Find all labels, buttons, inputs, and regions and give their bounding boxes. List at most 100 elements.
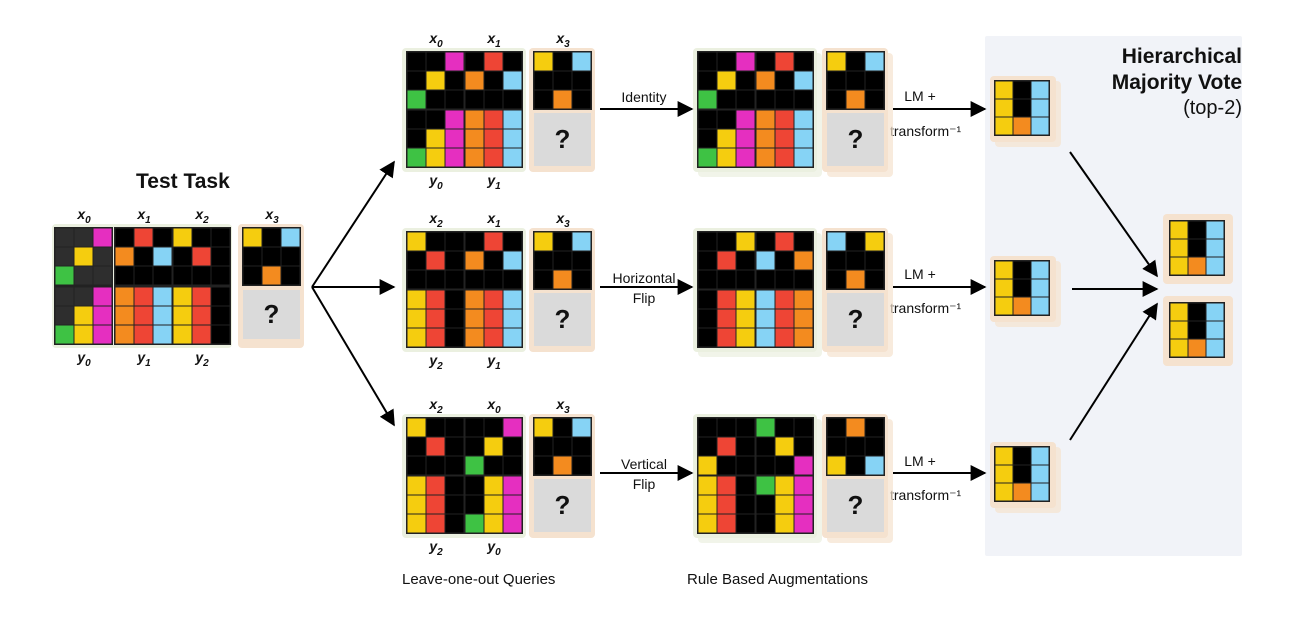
grid-cell [484, 90, 503, 109]
grid-cell [407, 71, 426, 90]
grid-cell [1188, 257, 1206, 275]
grid-cell [756, 476, 775, 495]
grid-cell [134, 247, 153, 266]
grid-cell [794, 456, 813, 475]
test-x2-grid [172, 227, 231, 286]
grid-cell [445, 476, 464, 495]
grid-cell [407, 232, 426, 251]
vote-arrow-3 [1069, 302, 1158, 441]
lm-label-1: LM + [904, 88, 936, 104]
label-loo-2-bx: x1 [479, 210, 509, 230]
grid-cell [717, 270, 736, 289]
label-loo-2-x3-index: 3 [564, 218, 570, 230]
grid-cell [775, 52, 794, 71]
grid-cell [1188, 303, 1206, 321]
grid-cell [865, 232, 884, 251]
grid-cell [553, 232, 572, 251]
aug-3-a-x-grid [697, 417, 756, 476]
transform-label-2: transform⁻¹ [890, 300, 962, 316]
grid-cell [484, 456, 503, 475]
grid-cell [717, 232, 736, 251]
grid-cell [445, 52, 464, 71]
grid-cell [736, 456, 755, 475]
grid-cell [503, 270, 522, 289]
grid-cell [426, 71, 445, 90]
grid-cell [775, 110, 794, 129]
grid-cell [115, 287, 134, 306]
grid-cell [1013, 297, 1031, 315]
grid-cell [865, 437, 884, 456]
augmentations-caption: Rule Based Augmentations [687, 571, 868, 588]
grid-cell [192, 228, 211, 247]
grid-cell [846, 270, 865, 289]
grid-cell [484, 437, 503, 456]
aug-2-a-y-grid [697, 289, 756, 348]
grid-cell [426, 270, 445, 289]
grid-cell [775, 290, 794, 309]
label-loo-2-by-index: 1 [495, 360, 501, 372]
label-loo-1-ay-letter: y [429, 172, 438, 188]
grid-cell [445, 148, 464, 167]
grid-cell [827, 437, 846, 456]
grid-cell [465, 232, 484, 251]
grid-cell [698, 110, 717, 129]
label-loo-1-by-letter: y [487, 172, 496, 188]
grid-cell [445, 514, 464, 533]
grid-cell [736, 129, 755, 148]
aug-3-b-y-grid [755, 475, 814, 534]
loo-1-b-y-grid [464, 109, 523, 168]
label-loo-2-x3: x3 [548, 210, 578, 230]
grid-cell [995, 297, 1013, 315]
label-test-y0-letter: y [77, 349, 86, 365]
grid-cell [995, 465, 1013, 483]
grid-cell [192, 306, 211, 325]
loo-3-a-x-grid [406, 417, 465, 476]
grid-cell [465, 110, 484, 129]
leave-one-out-caption: Leave-one-out Queries [402, 571, 556, 588]
grid-cell [55, 266, 74, 285]
aug-2-b-y-grid [755, 289, 814, 348]
label-loo-3-by: y0 [479, 538, 509, 558]
grid-cell [736, 514, 755, 533]
grid-cell [756, 328, 775, 347]
grid-cell [153, 325, 172, 344]
grid-cell [93, 325, 112, 344]
grid-cell [55, 306, 74, 325]
grid-cell [794, 328, 813, 347]
grid-cell [484, 232, 503, 251]
aug-1-b-x-grid [755, 51, 814, 110]
vote-title-line1: Hierarchical [1121, 45, 1242, 68]
label-loo-3-ax-letter: x [429, 396, 438, 412]
grid-cell [736, 251, 755, 270]
label-loo-2-by: y1 [479, 352, 509, 372]
aug-3-a-y-grid [697, 475, 756, 534]
grid-cell [865, 52, 884, 71]
aug-3-question-cell: ? [827, 479, 884, 532]
grid-cell [534, 437, 553, 456]
grid-cell [553, 251, 572, 270]
label-loo-1-bx: x1 [479, 30, 509, 50]
label-test-x0-index: 0 [85, 214, 91, 226]
loo-2-query-grid [533, 231, 592, 290]
transform-label-1: transform⁻¹ [890, 123, 962, 139]
grid-cell [775, 495, 794, 514]
grid-cell [1031, 279, 1049, 297]
grid-cell [1013, 99, 1031, 117]
grid-cell [775, 270, 794, 289]
grid-cell [1013, 279, 1031, 297]
label-loo-3-x3-index: 3 [564, 404, 570, 416]
grid-cell [736, 232, 755, 251]
grid-cell [698, 514, 717, 533]
grid-cell [262, 247, 281, 266]
loo-3-question-cell: ? [534, 479, 591, 532]
grid-cell [553, 456, 572, 475]
grid-cell [553, 270, 572, 289]
aug-1-query-grid [826, 51, 885, 110]
grid-cell [503, 495, 522, 514]
grid-cell [445, 251, 464, 270]
grid-cell [465, 129, 484, 148]
grid-cell [74, 287, 93, 306]
grid-cell [717, 418, 736, 437]
grid-cell [445, 71, 464, 90]
